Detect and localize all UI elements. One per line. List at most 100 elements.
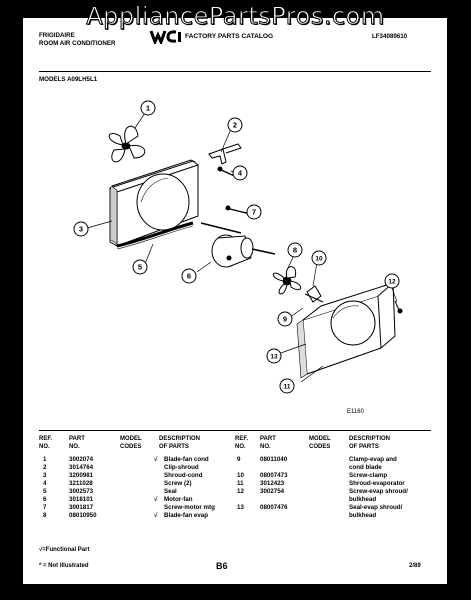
catalog-title: FACTORY PARTS CATALOG [185,33,274,40]
right-row-part: 08007473 [260,472,288,479]
left-row-ref: 1 [43,456,47,463]
svg-text:7: 7 [252,208,256,217]
screw-12-drawing [394,300,403,314]
callout-2: 2 [227,117,243,133]
clamp-drawing [304,285,324,303]
left-row-part: 3001817 [69,504,94,511]
callout-8: 8 [287,242,303,258]
right-row-part: 08007476 [260,504,288,511]
left-row-description: Screw-motor mtg [164,504,215,511]
left-row-part: 3002573 [69,488,94,495]
left-row-part: 08010950 [69,512,97,519]
svg-text:4: 4 [238,169,243,178]
evaporator-shroud-drawing [296,282,396,379]
fan-motor-drawing [200,222,276,268]
left-row-description: Seal [164,488,177,495]
figure-code: E1160 [347,409,364,415]
parts-catalog-page: FRIGIDAIRE ROOM AIR CONDITIONER FACTORY … [23,18,447,584]
brand-line-2: ROOM AIR CONDITIONER [39,40,116,47]
left-row-part: 3200981 [69,472,94,479]
callout-12: 12 [384,273,400,289]
brand-line-1: FRIGIDAIRE [39,32,75,39]
callout-13: 13 [266,348,282,364]
svg-text:12: 12 [388,279,396,286]
svg-text:13: 13 [270,354,278,361]
left-row-ref: 5 [43,488,47,495]
right-row-ref: 13 [237,504,244,511]
left-row-ref: 3 [43,472,47,479]
functional-mark: √ [154,456,158,463]
catalog-number: LF34089610 [372,33,408,40]
callout-11: 11 [279,378,295,394]
svg-text:8: 8 [293,246,297,255]
right-row-description: bulkhead [349,512,377,519]
callout-7: 7 [246,204,262,220]
functional-mark: √ [154,496,158,503]
left-row-description: Blade-fan cond [164,456,209,463]
revision-date: 2/89 [409,563,421,569]
right-row-part: 3012423 [260,480,285,487]
left-row-part: 3211028 [69,480,93,487]
svg-text:10: 10 [315,256,323,263]
left-row-description: Clip-shroud [164,464,199,471]
svg-text:5: 5 [138,263,142,272]
wci-logo-icon [149,30,181,44]
footnote-functional: √=Functional Part [39,547,90,553]
callout-10: 10 [311,250,327,266]
svg-text:9: 9 [283,315,287,324]
evaporator-fan-blade-drawing [272,266,302,295]
callout-4: 4 [232,165,248,181]
callout-1: 1 [140,100,156,116]
header-rule [39,71,431,72]
callout-6: 6 [181,268,197,284]
svg-text:1: 1 [146,104,150,113]
right-row-part: 3002754 [260,488,285,495]
left-row-ref: 8 [43,512,47,519]
right-row-description: Clamp-evap and [349,456,397,463]
left-row-ref: 2 [43,464,47,471]
footnote-not-illustrated: * = Not Illustrated [39,563,89,569]
left-row-part: 3018101 [69,496,94,503]
right-row-description: Screw-evap shroud/ [349,488,408,495]
left-row-ref: 6 [43,496,47,503]
right-row-ref: 9 [237,456,241,463]
functional-mark: √ [154,512,158,519]
shroud-clip-drawing [208,143,242,165]
left-row-ref: 7 [43,504,47,511]
right-row-ref: 11 [237,480,244,487]
left-header-ref: REF.NO. [39,436,53,450]
right-row-description: Shroud-evaporator [349,480,405,487]
callout-5: 5 [132,259,148,275]
right-row-ref: 10 [237,472,244,479]
models-label: MODELS A09LH5L1 [39,76,98,83]
right-row-description: cond blade [349,464,382,471]
svg-text:3: 3 [79,225,83,234]
right-row-description: Screw-clamp [349,472,388,479]
condenser-shroud-drawing [109,159,199,247]
left-row-part: 3014764 [69,464,94,471]
left-row-description: Screw (2) [164,480,192,487]
svg-text:2: 2 [233,121,237,130]
svg-text:11: 11 [284,384,291,391]
page-number: B6 [216,561,228,571]
callout-3: 3 [73,221,89,237]
table-top-rule [39,430,431,431]
left-row-ref: 4 [43,480,47,487]
left-row-part: 3002074 [69,456,94,463]
condenser-fan-blade-drawing [108,125,146,163]
callout-9: 9 [277,311,293,327]
left-row-description: Blade-fan evap [164,512,209,519]
right-row-description: bulkhead [349,496,377,503]
right-row-part: 08011040 [260,456,288,463]
right-row-description: Seal-evap shroud/ [349,504,403,511]
svg-text:6: 6 [187,272,191,281]
right-row-ref: 12 [237,488,244,495]
left-row-description: Shroud-cond [164,472,203,479]
